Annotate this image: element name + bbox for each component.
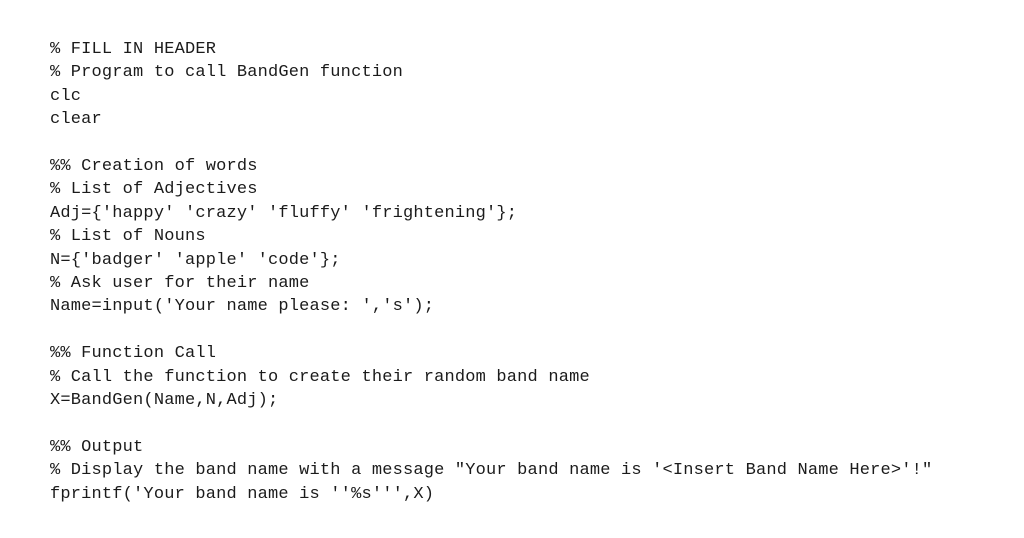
code-listing[interactable]: % FILL IN HEADER % Program to call BandGe… (50, 38, 980, 507)
code-line: clc (50, 86, 82, 106)
code-line: % Program to call BandGen function (50, 63, 403, 83)
code-line: % Ask user for their name (50, 274, 310, 294)
code-line: fprintf('Your band name is ''%s''',X) (50, 484, 435, 504)
code-line: Adj={'happy' 'crazy' 'fluffy' 'frighteni… (50, 203, 518, 223)
code-line: % List of Adjectives (50, 180, 258, 200)
code-line-blank (50, 412, 980, 435)
code-line: %% Creation of words (50, 157, 258, 177)
code-line: N={'badger' 'apple' 'code'}; (50, 250, 341, 270)
code-line-blank (50, 319, 980, 342)
code-line: % FILL IN HEADER (50, 40, 217, 59)
code-line: X=BandGen(Name,N,Adj); (50, 391, 279, 411)
code-line: %% Function Call (50, 344, 217, 364)
code-line: % List of Nouns (50, 227, 206, 247)
code-line: %% Output (50, 437, 144, 457)
code-line-blank (50, 132, 980, 155)
code-line: % Display the band name with a message "… (50, 461, 933, 481)
code-line: Name=input('Your name please: ','s'); (50, 297, 435, 317)
code-line: clear (50, 110, 102, 130)
code-line: % Call the function to create their rand… (50, 367, 590, 387)
